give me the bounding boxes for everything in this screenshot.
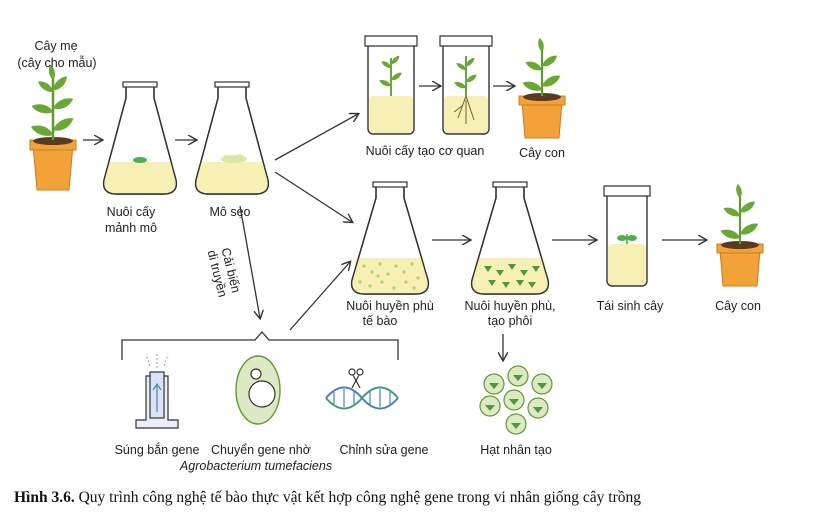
mother-plant-sublabel: (cây cho mẫu)	[17, 56, 97, 70]
tissue-culture-flask-icon	[102, 81, 178, 195]
dna-editing-icon	[325, 368, 399, 410]
plantlet-top-label: Cây con	[519, 146, 565, 160]
artificial-seeds-label: Hạt nhân tạo	[480, 443, 552, 457]
regeneration-label: Tái sinh cây	[596, 299, 664, 313]
figure-number: Hình 3.6.	[14, 489, 75, 506]
scissors-icon	[348, 368, 364, 389]
tissue-culture-sublabel: mảnh mô	[104, 221, 158, 235]
gene-methods-bracket	[121, 331, 399, 360]
mother-plant-icon	[29, 64, 77, 191]
cell-suspension-flask-icon	[350, 181, 430, 295]
plantlet-top-icon	[518, 37, 566, 139]
embryo-suspension-sublabel: tạo phôi	[487, 314, 533, 328]
embryo-suspension-flask-icon	[470, 181, 550, 295]
gene-gun-icon	[135, 352, 179, 429]
plantlet-bottom-icon	[716, 183, 764, 287]
agrobacterium-icon	[235, 355, 281, 425]
mother-plant-label: Cây mẹ	[34, 39, 78, 53]
organogenesis-tube-2-icon	[439, 35, 493, 135]
organogenesis-tube-1-icon	[364, 35, 418, 135]
arrow-callus-to-organogenesis	[274, 114, 358, 161]
cell-suspension-sublabel: tế bào	[362, 314, 398, 328]
gene-gun-label: Súng bắn gene	[114, 443, 200, 457]
organogenesis-label: Nuôi cấy tạo cơ quan	[365, 144, 485, 158]
figure-caption: Hình 3.6. Quy trình công nghệ tế bào thự…	[14, 489, 641, 507]
callus-label: Mô sẹo	[209, 205, 251, 219]
cell-suspension-label: Nuôi huyền phù	[346, 299, 434, 313]
figure-caption-text: Quy trình công nghệ tế bào thực vật kết …	[78, 489, 642, 506]
arrow-modification-to-suspension	[289, 262, 350, 331]
plantlet-bottom-label: Cây con	[715, 299, 761, 313]
embryo-suspension-label: Nuôi huyền phù,	[464, 299, 556, 313]
agro-transfer-label: Chuyển gene nhờ	[211, 443, 311, 457]
tissue-culture-label: Nuôi cấy	[106, 205, 156, 219]
agro-species-label: Agrobacterium tumefaciens	[179, 459, 333, 473]
callus-flask-icon	[194, 81, 270, 195]
regeneration-tube-icon	[603, 185, 651, 287]
arrow-callus-to-suspension	[274, 171, 352, 222]
artificial-seeds-icon	[479, 365, 553, 435]
arrow-callus-to-modification	[239, 205, 260, 318]
gene-editing-label: Chỉnh sửa gene	[339, 443, 429, 457]
